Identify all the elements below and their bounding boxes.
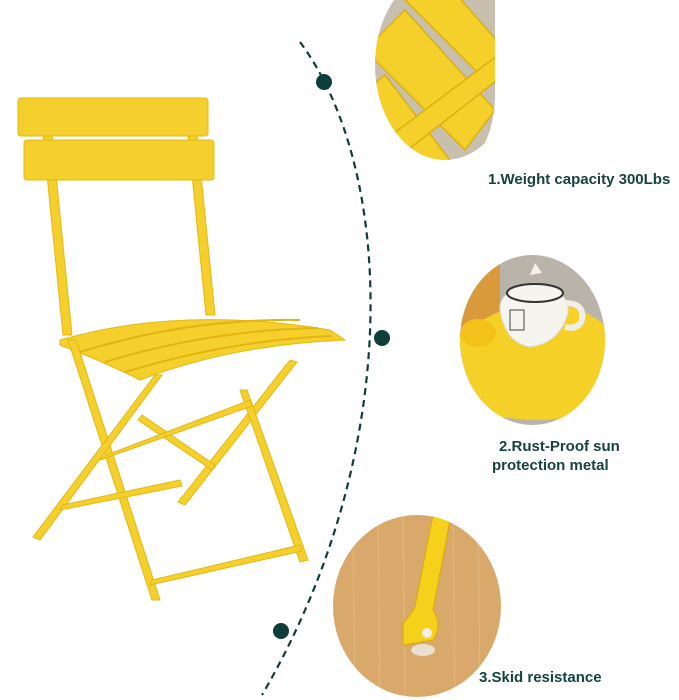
feature-1-text: 1.Weight capacity 300Lbs [488, 171, 671, 188]
feature-2-label: 2.Rust-Proof sun protection metal [492, 437, 620, 475]
feature-3-label: 3.Skid resistance [479, 668, 602, 687]
feature-1-image [365, 0, 495, 185]
feature-3-image [333, 515, 501, 697]
feature-2-text-line1: 2.Rust-Proof sun [499, 438, 620, 455]
feature-3-text: 3.Skid resistance [479, 669, 602, 686]
timeline-dot-3 [273, 623, 289, 639]
chair-illustration [17, 97, 347, 601]
timeline-dot-2 [374, 330, 390, 346]
timeline-dot-1 [316, 74, 332, 90]
feature-2-text-line2: protection metal [492, 457, 609, 474]
feature-1-label: 1.Weight capacity 300Lbs [488, 170, 670, 189]
feature-2-image [460, 255, 605, 425]
